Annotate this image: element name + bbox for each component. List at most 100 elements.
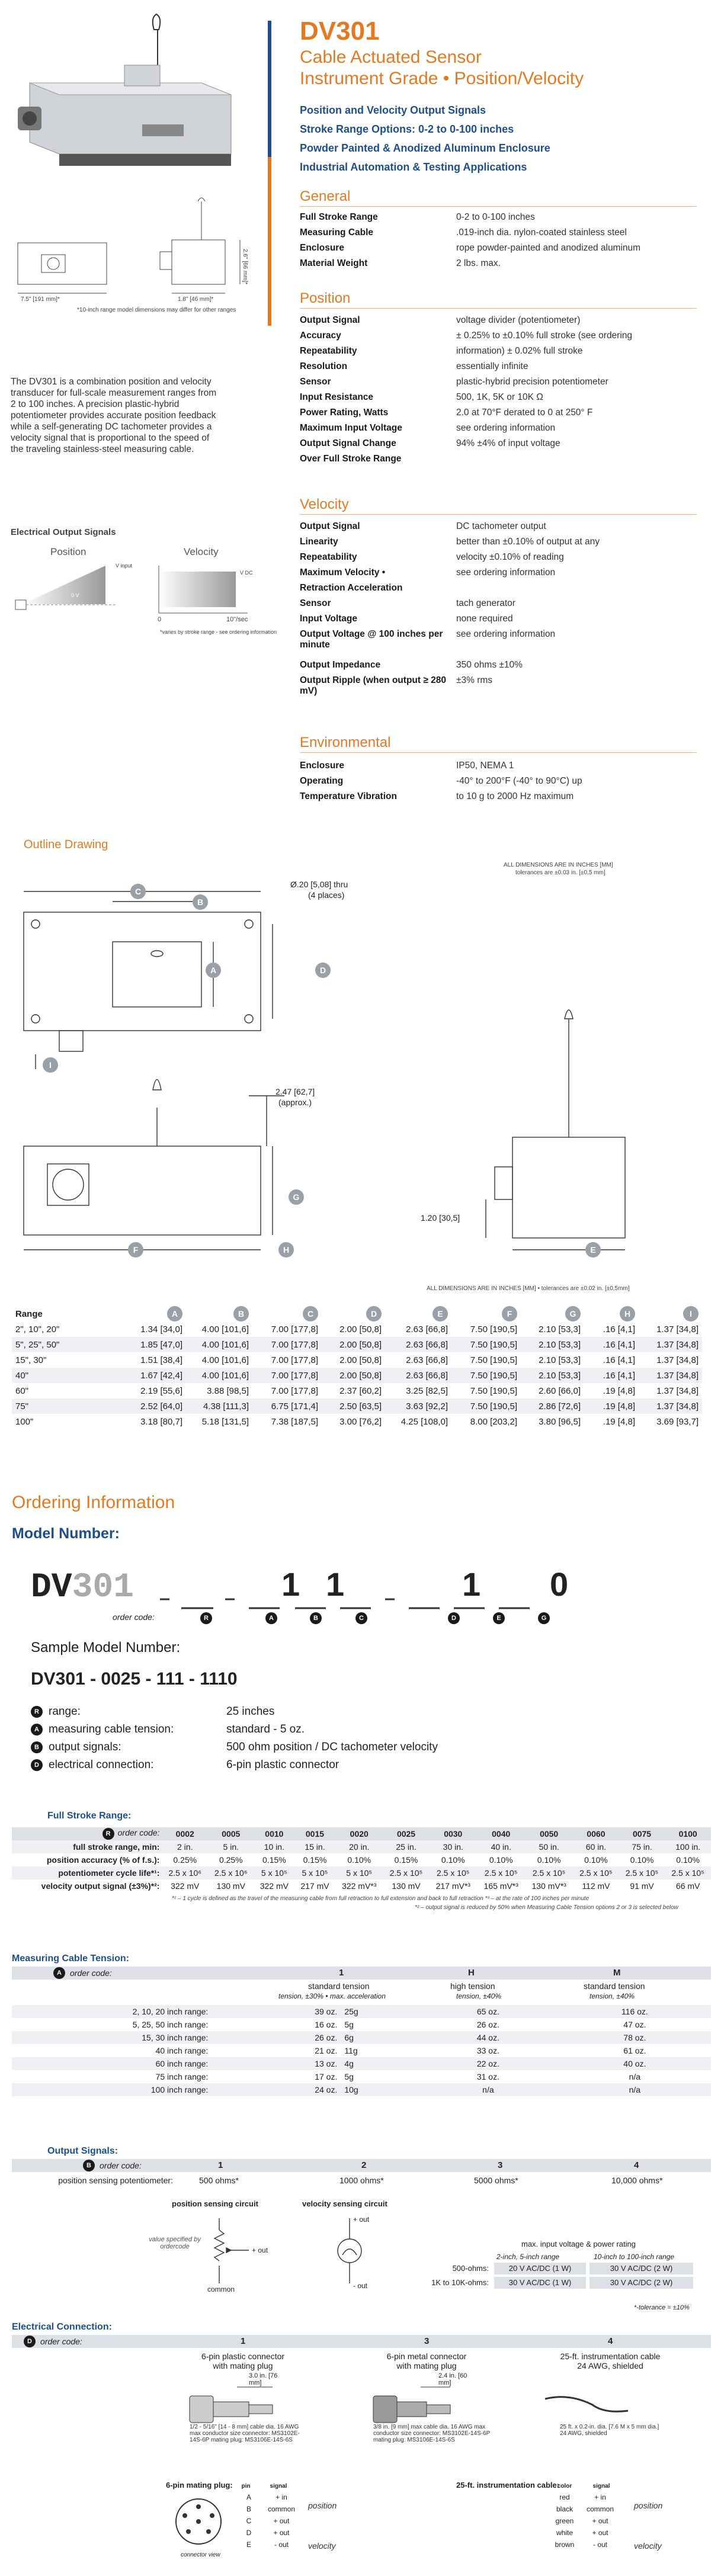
pos-circuit-title: position sensing circuit — [172, 2199, 258, 2208]
row-label: full stroke range, min: — [12, 1840, 162, 1853]
elec-item-1-dim: 3.0 in. [76 mm] — [249, 2372, 278, 2386]
stroke-code: 0060 — [573, 1827, 619, 1840]
spec-key: Temperature Vibration — [300, 791, 397, 801]
spec-value: information) ± 0.02% full stroke — [456, 346, 583, 356]
table-cell: 165 mV*³ — [483, 1881, 518, 1891]
table-cell: 130 mV*³ — [531, 1881, 566, 1891]
elec-item-1-desc: 1/2 - 5/16" [14 - 8 mm] cable dia. 16 AW… — [190, 2424, 300, 2443]
table-cell: 4.38 [111,3] — [186, 1398, 252, 1414]
tension-code-h: H — [468, 1968, 475, 1978]
tolerance-note: *-tolerance = ±10% — [634, 2304, 690, 2311]
table-cell: 60 in. — [573, 1840, 619, 1853]
dim-b: 1.8" [46 mm]* — [178, 296, 214, 303]
code-letter-b: B — [310, 1612, 322, 1624]
cable-velocity-label: velocity — [634, 2541, 662, 2551]
table-cell: 7.50 [190,5] — [451, 1337, 521, 1352]
table-cell: 3.88 [98,5] — [207, 1385, 249, 1396]
table-cell: 4.00 [101,6] — [201, 1355, 249, 1365]
table-cell: 0.25% — [173, 1855, 197, 1865]
tension-head-2: high tension — [450, 1981, 495, 1991]
table-cell: 1.37 [34,8] — [639, 1398, 702, 1414]
table-cell: 47 oz. — [623, 2020, 646, 2029]
table-cell: 2.63 [66,8] — [385, 1368, 451, 1383]
spec-key: Input Voltage — [300, 614, 358, 624]
table-cell: 0.25% — [219, 1855, 243, 1865]
spec-value: see ordering information — [456, 567, 556, 578]
hole-label-2: (4 places) — [308, 890, 345, 900]
electrical-header-bar — [12, 2335, 711, 2348]
h247-label: 2.47 [62,7] — [275, 1087, 315, 1096]
table-cell: 13 oz. — [212, 2057, 341, 2070]
feature-item: Position and Velocity Output Signals — [300, 104, 486, 116]
wire-color: brown — [555, 2540, 575, 2549]
product-photo — [17, 13, 241, 294]
row-label: potentiometer cycle life*¹: — [12, 1866, 162, 1879]
wire-color: green — [555, 2517, 574, 2525]
table-cell: n/a — [558, 2083, 711, 2096]
elec-code-3: 3 — [424, 2336, 430, 2346]
table-cell: 0.10% — [441, 1855, 465, 1865]
output-code-2: 2 — [361, 2160, 367, 2170]
spec-row: Over Full Stroke Range — [300, 454, 697, 469]
table-cell: 40 oz. — [558, 2057, 711, 2070]
table-cell: 0.10% — [676, 1855, 700, 1865]
table-cell: 2.5 x 10⁵ — [525, 1866, 574, 1879]
table-cell: 15, 30 inch range: — [12, 2031, 212, 2044]
table-cell: 26 oz. — [212, 2031, 341, 2044]
table-cell: 3.00 [76,2] — [339, 1416, 382, 1427]
sample-title: Sample Model Number: — [31, 1640, 181, 1656]
color-col-head: color — [557, 2483, 572, 2490]
pin-letter: D — [246, 2529, 252, 2537]
divider — [300, 206, 697, 207]
table-cell: 1.34 [34,0] — [140, 1324, 182, 1334]
dim-letter-i: I — [43, 1057, 58, 1073]
table-cell: 3.69 [93,7] — [656, 1416, 699, 1427]
table-cell: 7.00 [177,8] — [271, 1324, 318, 1334]
sample-value: 500 ohm position / DC tachometer velocit… — [226, 1741, 438, 1753]
wire-color: red — [559, 2493, 570, 2501]
wire-signal: common — [586, 2505, 614, 2513]
spec-key: Power Rating, Watts — [300, 408, 389, 418]
table-cell: 7.50 [190,5] — [470, 1355, 517, 1365]
table-cell: 4.00 [101,6] — [201, 1324, 249, 1334]
table-cell: 25 in. — [383, 1840, 430, 1853]
code-letter-d: D — [448, 1612, 460, 1624]
stripe-orange — [268, 157, 271, 326]
subtitle-1: Cable Actuated Sensor — [300, 47, 482, 67]
table-cell: 10 in. — [254, 1840, 295, 1853]
spec-key: Output Voltage @ 100 inches per minute — [300, 629, 443, 650]
table-cell: 5 x 10⁵ — [335, 1866, 383, 1879]
table-row: 40"1.67 [42,4]4.00 [101,6]7.00 [177,8]2.… — [12, 1368, 702, 1383]
table-cell: 2.63 [66,8] — [406, 1324, 448, 1334]
table-cell: 3.80 [96,5] — [539, 1416, 581, 1427]
spec-value: tach generator — [456, 598, 515, 608]
wire-row: red + in — [550, 2491, 621, 2503]
spec-value: rope powder-painted and anodized aluminu… — [456, 243, 641, 253]
tension-code-1: 1 — [339, 1968, 344, 1978]
v-out-label: 0 V — [71, 592, 79, 598]
max-col-1: 2-inch, 5-inch range — [496, 2253, 560, 2261]
wire-row: brown- out — [550, 2539, 621, 2551]
stripe-blue — [268, 21, 271, 157]
output-val-1: 500 ohms* — [199, 2176, 239, 2185]
tension-code-letter: A — [53, 1967, 65, 1979]
stroke-code: 0010 — [254, 1827, 295, 1840]
code-letter-c: C — [355, 1612, 367, 1624]
table-cell: 100 in. — [665, 1840, 711, 1853]
ordering-title: Ordering Information — [12, 1493, 175, 1512]
col-e: E — [433, 1306, 448, 1321]
stroke-code: 0030 — [429, 1827, 478, 1840]
sample-value: standard - 5 oz. — [226, 1723, 305, 1735]
wire-signal: + in — [594, 2493, 606, 2501]
max-r1-b: 30 V AC/DC (2 W) — [590, 2263, 693, 2275]
table-cell: 2.00 [50,8] — [322, 1337, 385, 1352]
dims-note-3: ALL DIMENSIONS ARE IN INCHES [MM] • tole… — [427, 1285, 630, 1292]
